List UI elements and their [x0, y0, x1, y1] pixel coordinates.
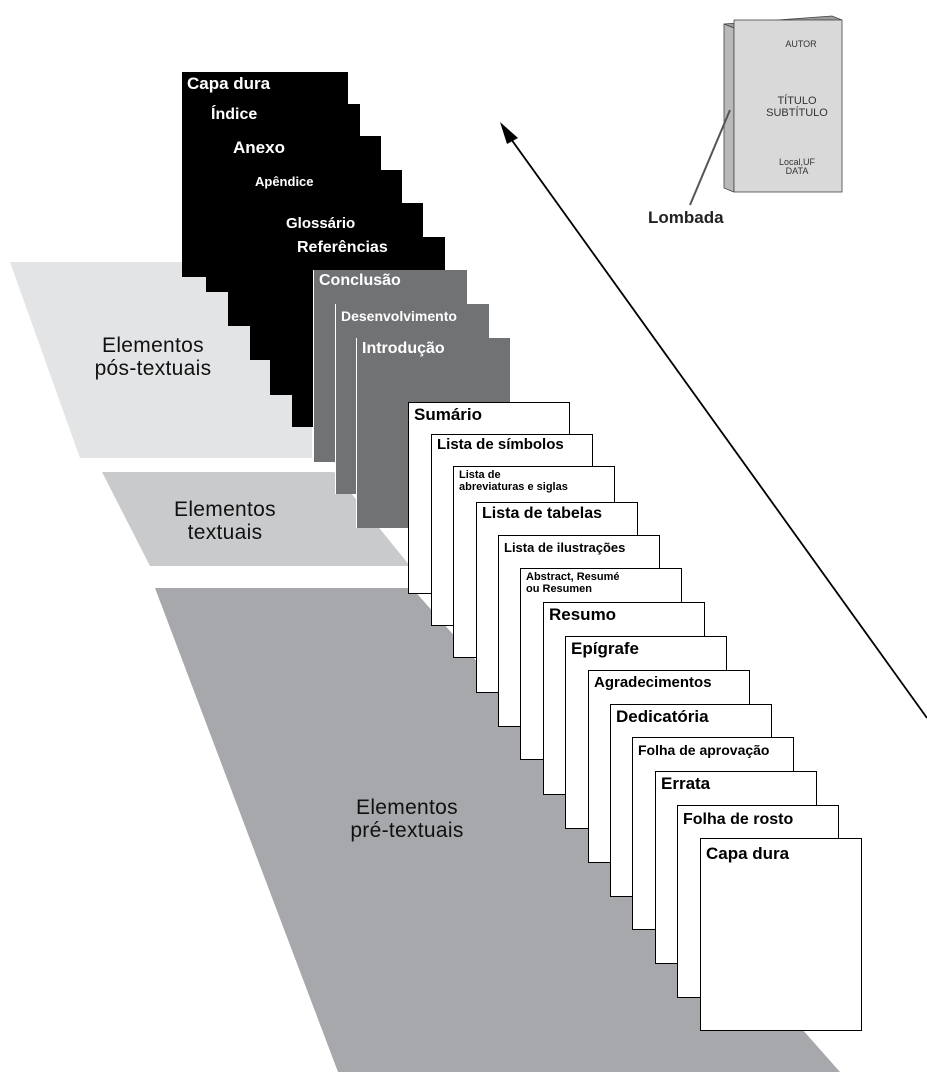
book-place-date: Local,UF DATA	[762, 157, 832, 177]
timeline-arrow-head	[500, 122, 518, 144]
page-title: Folha de aprovação	[638, 742, 770, 758]
band-label-line: textuais	[187, 521, 263, 545]
page-title: Desenvolvimento	[341, 308, 457, 324]
page-title: Introdução	[362, 340, 445, 357]
page-title: Conclusão	[319, 272, 401, 289]
page-title: Epígrafe	[571, 639, 640, 658]
lombada-label: Lombada	[648, 208, 724, 227]
page-capa-dura-frontal: Capa dura	[700, 838, 862, 1031]
page-title: abreviaturas e siglas	[459, 481, 568, 494]
label-elementos-textuais: Elementos textuais	[120, 498, 330, 544]
band-label-line: Elementos	[174, 498, 276, 521]
page-title: Capa dura	[706, 844, 790, 863]
book-author: AUTOR	[776, 39, 826, 49]
page-title: Folha de rosto	[683, 811, 794, 828]
page-title: Referências	[297, 239, 388, 256]
label-elementos-pre-textuais: Elementos pré-textuais	[322, 796, 492, 842]
page-title: Lista de tabelas	[482, 505, 603, 522]
page-title: Lista de símbolos	[437, 436, 564, 453]
band-label-line: Elementos	[102, 334, 204, 357]
band-label-line: pré-textuais	[350, 819, 464, 843]
page-title: Anexo	[233, 138, 285, 157]
page-title: Sumário	[414, 405, 483, 424]
book-title-block: TÍTULO SUBTÍTULO	[752, 95, 842, 119]
band-label-line: Elementos	[356, 796, 458, 819]
book-place: Local,UF	[778, 157, 815, 167]
page-title: ou Resumen	[526, 583, 593, 596]
book-subtitle: SUBTÍTULO	[766, 106, 828, 119]
page-title: Lista de	[459, 469, 501, 481]
page-title: Lista de ilustrações	[504, 540, 626, 555]
page-title: Dedicatória	[616, 707, 709, 726]
page-title: Apêndice	[255, 174, 314, 189]
band-textual	[102, 472, 410, 566]
page-title: Errata	[661, 774, 711, 793]
page-title: Índice	[211, 106, 258, 123]
page-title: Glossário	[286, 215, 356, 232]
page-title: Resumo	[549, 605, 617, 624]
label-elementos-pos-textuais: Elementos pós-textuais	[68, 334, 238, 380]
page-title: Capa dura	[187, 74, 271, 93]
page-title: Agradecimentos	[594, 674, 712, 691]
book-title: TÍTULO	[777, 95, 817, 107]
book-date: DATA	[785, 166, 809, 177]
page-title: Abstract, Resumé	[526, 571, 620, 583]
book-author-text: AUTOR	[785, 39, 817, 49]
timeline-arrow-line	[505, 131, 927, 719]
band-label-line: pós-textuais	[94, 357, 212, 381]
